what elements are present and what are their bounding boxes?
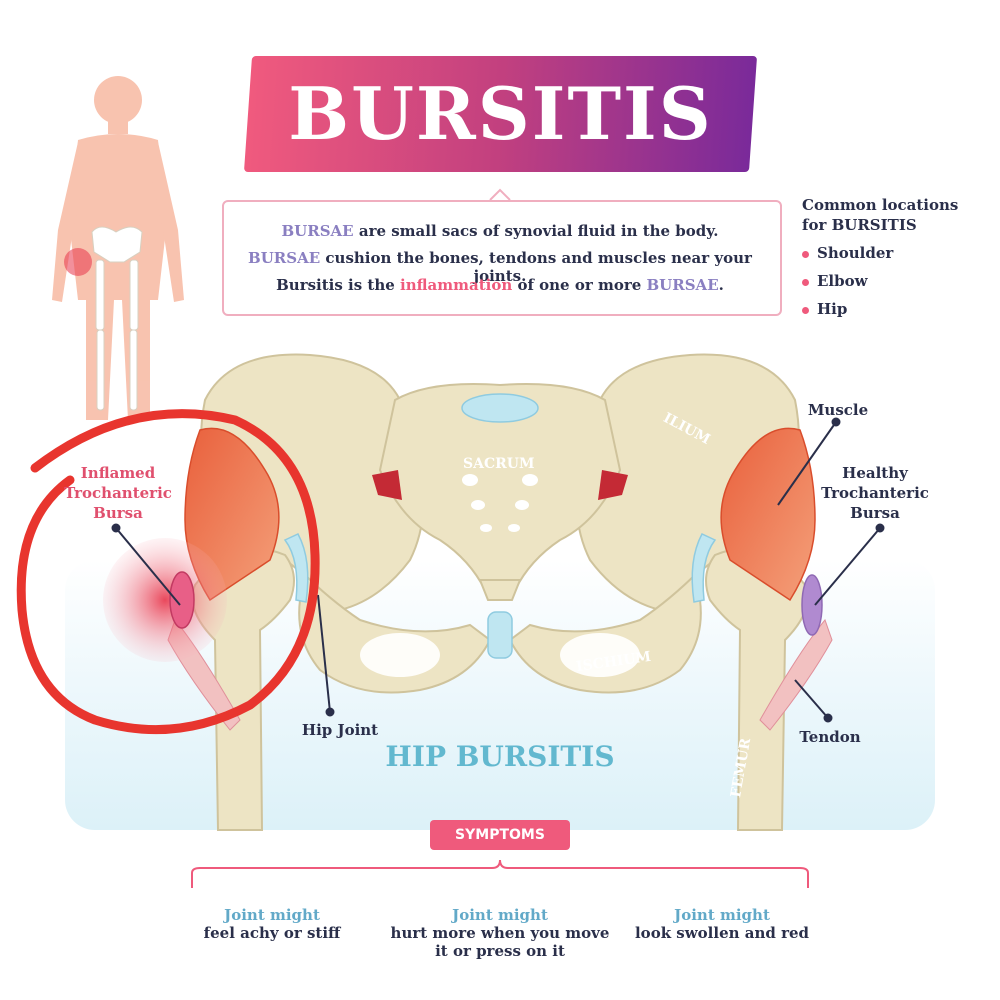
silhouette-inflamed-spot <box>64 248 92 276</box>
label-healthy-2: Trochanteric <box>821 484 929 502</box>
definition-line-1: BURSAE are small sacs of synovial fluid … <box>281 222 719 240</box>
symptom-item: Joint might hurt more when you move it o… <box>390 906 610 960</box>
bullet-icon <box>802 278 809 286</box>
obturator-left <box>360 633 440 677</box>
label-muscle: Muscle <box>807 401 869 419</box>
healthy-bursa <box>801 574 823 636</box>
label-hip-joint: Hip Joint <box>301 721 379 739</box>
inflamed-bursa <box>169 571 195 629</box>
sacrum-foramina <box>462 474 538 532</box>
human-silhouette <box>52 76 184 420</box>
symptoms-badge: SYMPTOMS <box>430 820 570 850</box>
location-item: Hip <box>802 300 847 318</box>
label-healthy-1: Healthy <box>842 464 908 482</box>
page-title: BURSITIS <box>288 71 713 156</box>
bullet-icon <box>802 306 809 314</box>
inflamed-bursa-glow <box>103 538 227 662</box>
label-tendon: Tendon <box>799 728 861 746</box>
definition-line-2: BURSAE cushion the bones, tendons and mu… <box>248 249 752 285</box>
label-healthy-3: Bursa <box>850 504 900 522</box>
symptom-item: Joint might feel achy or stiff <box>203 906 341 942</box>
definition-line-3: Bursitis is the inflammation of one or m… <box>276 276 724 294</box>
muscle-right <box>720 427 816 602</box>
obturator-right <box>560 633 640 677</box>
background-panel <box>65 560 935 830</box>
cartilage <box>283 393 717 659</box>
location-item: Shoulder <box>802 244 893 262</box>
tendon-right <box>759 619 833 731</box>
locations-title-1: Common locations <box>802 196 959 214</box>
location-item: Elbow <box>802 272 868 290</box>
bullet-icon <box>802 250 809 258</box>
definition-box <box>222 200 782 316</box>
sacroiliac-left <box>372 470 402 500</box>
pelvis-bone <box>191 353 809 831</box>
subtitle-hip-bursitis: HIP BURSITIS <box>385 740 615 773</box>
highlight-circle <box>16 409 320 735</box>
silhouette-hip-bones <box>91 226 143 411</box>
symptom-item: Joint might look swollen and red <box>634 906 810 942</box>
locations-title-2: for BURSITIS <box>802 216 917 234</box>
label-sacrum: SACRUM <box>463 456 535 472</box>
label-inflamed-2: Trochanteric <box>64 484 172 502</box>
definition-box-pointer <box>489 188 511 201</box>
symptoms-bracket <box>191 859 809 888</box>
leader-lines <box>111 417 885 723</box>
label-inflamed-1: Inflamed <box>80 464 156 482</box>
sacroiliac-right <box>598 470 628 500</box>
label-inflamed-3: Bursa <box>93 504 143 522</box>
